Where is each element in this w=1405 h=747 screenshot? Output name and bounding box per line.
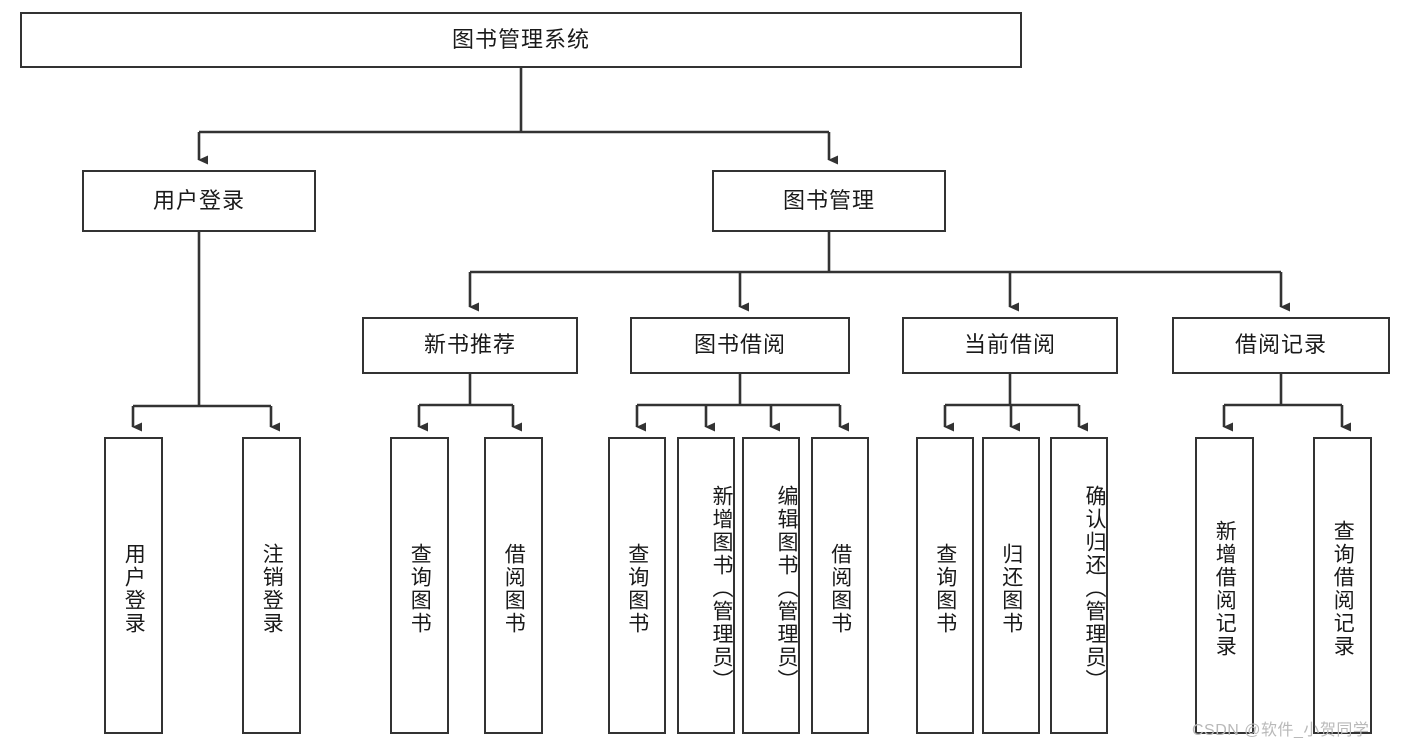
node-label: 编辑图书（管理员） [775, 485, 798, 692]
leaf-user-login-logout[interactable]: 注销登录 [242, 437, 301, 734]
node-user-login[interactable]: 用户登录 [82, 170, 316, 232]
leaf-borrow-query-book[interactable]: 查询图书 [608, 437, 666, 734]
node-label: 新增借阅记录 [1213, 519, 1237, 658]
node-label: 图书借阅 [693, 332, 786, 358]
node-label: 新书推荐 [423, 332, 516, 358]
node-new-book-recommendation[interactable]: 新书推荐 [362, 317, 578, 374]
node-label: 查询借阅记录 [1331, 519, 1355, 658]
node-label: 借阅记录 [1234, 332, 1327, 358]
node-label: 查询图书 [625, 542, 649, 635]
leaf-record-query-borrow-record[interactable]: 查询借阅记录 [1313, 437, 1372, 734]
leaf-borrow-edit-book-admin[interactable]: 编辑图书（管理员） [742, 437, 800, 734]
node-label: 查询图书 [408, 542, 432, 635]
leaf-current-query-book[interactable]: 查询图书 [916, 437, 974, 734]
node-label: 当前借阅 [963, 332, 1056, 358]
leaf-borrow-borrow-book[interactable]: 借阅图书 [811, 437, 869, 734]
node-label: 借阅图书 [828, 542, 852, 635]
node-current-borrowing[interactable]: 当前借阅 [902, 317, 1118, 374]
node-label: 归还图书 [999, 542, 1023, 635]
watermark-text: CSDN @软件_小贺同学 [1192, 722, 1370, 739]
node-label: 借阅图书 [502, 542, 526, 635]
node-label: 注销登录 [260, 542, 284, 635]
node-label: 图书管理系统 [451, 26, 590, 52]
node-label: 确认归还（管理员） [1083, 485, 1106, 692]
node-label: 图书管理 [782, 187, 875, 213]
leaf-user-login-login[interactable]: 用户登录 [104, 437, 163, 734]
leaf-current-return-book[interactable]: 归还图书 [982, 437, 1040, 734]
leaf-new-book-query-book[interactable]: 查询图书 [390, 437, 449, 734]
leaf-borrow-add-book-admin[interactable]: 新增图书（管理员） [677, 437, 735, 734]
leaf-record-add-borrow-record[interactable]: 新增借阅记录 [1195, 437, 1254, 734]
leaf-new-book-borrow-book[interactable]: 借阅图书 [484, 437, 543, 734]
node-label: 用户登录 [152, 187, 245, 213]
node-book-borrowing[interactable]: 图书借阅 [630, 317, 850, 374]
node-book-management[interactable]: 图书管理 [712, 170, 946, 232]
node-label: 新增图书（管理员） [710, 485, 733, 692]
node-label: 用户登录 [122, 542, 146, 635]
leaf-current-confirm-return-admin[interactable]: 确认归还（管理员） [1050, 437, 1108, 734]
node-borrowing-record[interactable]: 借阅记录 [1172, 317, 1390, 374]
node-label: 查询图书 [933, 542, 957, 635]
node-root-book-management-system[interactable]: 图书管理系统 [20, 12, 1022, 68]
